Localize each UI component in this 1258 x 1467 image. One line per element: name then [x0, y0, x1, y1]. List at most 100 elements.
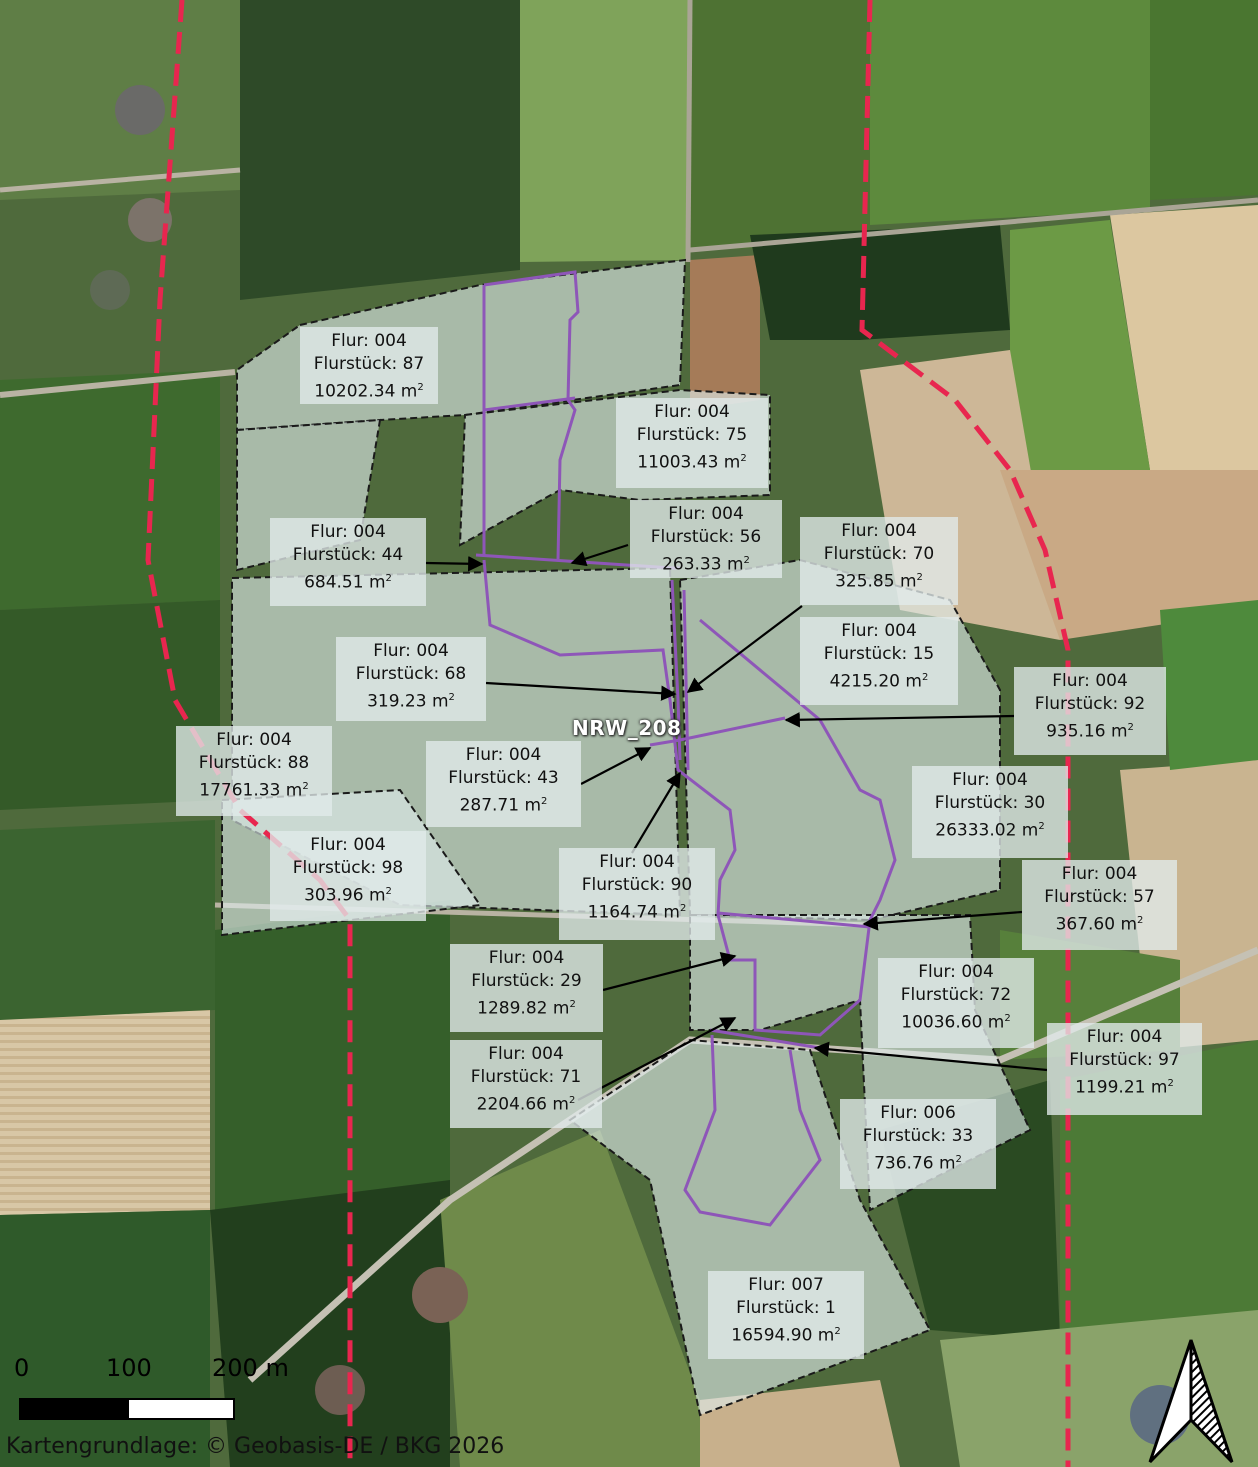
building-cluster — [115, 85, 165, 135]
area-exponent: 2 — [834, 1326, 841, 1337]
parcel-flurstueck: Flurstück: 90 — [581, 875, 693, 895]
parcel-flur: Flur: 004 — [668, 504, 744, 524]
parcel-flurstueck: Flurstück: 30 — [934, 793, 1046, 813]
area-exponent: 2 — [955, 1154, 962, 1165]
scale-bar — [19, 1398, 235, 1420]
route-label: NRW_208 — [572, 716, 682, 740]
area-unit: m — [726, 554, 744, 575]
parcel-flur: Flur: 004 — [216, 730, 292, 750]
road — [685, 0, 693, 263]
parcel-flurstueck: Flurstück: 57 — [1044, 887, 1155, 907]
forest — [210, 1180, 450, 1467]
parcel-flur: Flur: 004 — [373, 641, 449, 661]
parcel-area: 935.16 m2 — [1014, 716, 1166, 744]
parcel-area-value: 10036.60 — [901, 1012, 983, 1033]
parcel-flur: Flur: 004 — [599, 852, 675, 872]
field — [700, 1380, 900, 1467]
area-exponent: 2 — [916, 572, 923, 583]
parcel-flur: Flur: 004 — [310, 522, 386, 542]
parcel-area-value: 1199.21 — [1075, 1077, 1146, 1098]
building-cluster — [315, 1365, 365, 1415]
road — [689, 197, 1258, 253]
parcel-area-value: 303.96 — [304, 885, 364, 906]
parcel-area: 4215.20 m2 — [800, 666, 958, 694]
field — [215, 900, 450, 1230]
parcel-area: 1199.21 m2 — [1047, 1072, 1202, 1100]
parcel-area-value: 2204.66 — [476, 1094, 547, 1115]
field — [520, 0, 690, 262]
parcel-flur: Flur: 004 — [310, 835, 386, 855]
area-exponent: 2 — [679, 903, 687, 914]
parcel-flurstueck: Flurstück: 71 — [470, 1067, 582, 1087]
area-unit: m — [524, 795, 542, 816]
parcel-area: 684.51 m2 — [270, 567, 426, 595]
parcel-area-value: 367.60 — [1055, 914, 1116, 935]
parcel-area: 263.33 m2 — [630, 549, 782, 577]
building-cluster — [90, 270, 130, 310]
field — [1110, 205, 1258, 470]
area-exponent: 2 — [385, 573, 392, 584]
area-exponent: 2 — [921, 672, 929, 683]
area-exponent: 2 — [417, 382, 424, 393]
parcel-flur: Flur: 004 — [654, 402, 730, 422]
field — [440, 1130, 700, 1467]
area-unit: m — [899, 571, 917, 592]
parcel-flurstueck: Flurstück: 44 — [292, 545, 404, 565]
area-exponent: 2 — [740, 453, 747, 464]
parcel-flurstueck: Flurstück: 43 — [448, 768, 559, 788]
parcel-area: 319.23 m2 — [336, 686, 486, 714]
building-cluster — [412, 1267, 468, 1323]
field — [690, 255, 760, 410]
scale-label-0: 0 — [14, 1354, 30, 1382]
scale-label-200: 200 m — [212, 1354, 289, 1382]
area-unit: m — [663, 902, 680, 923]
parcel-area-value: 1289.82 — [477, 998, 548, 1019]
parcel-area: 303.96 m2 — [270, 880, 426, 908]
parcel-flur: Flur: 006 — [880, 1103, 956, 1123]
parcel-flurstueck: Flurstück: 56 — [650, 527, 762, 547]
parcel-area-value: 4215.20 — [829, 671, 900, 692]
road — [0, 369, 236, 398]
parcel-area-value: 10202.34 — [314, 381, 396, 402]
parcel-flurstueck: Flurstück: 75 — [636, 425, 748, 445]
parcel-flurstueck: Flurstück: 1 — [736, 1298, 836, 1318]
area-exponent: 2 — [569, 999, 576, 1010]
field — [1160, 600, 1258, 770]
parcel-area: 16594.90 m2 — [708, 1320, 864, 1348]
parcel-flur: Flur: 004 — [1061, 864, 1138, 884]
parcel-area: 325.85 m2 — [800, 566, 958, 594]
field — [1000, 470, 1258, 640]
area-unit: m — [723, 452, 741, 473]
road — [0, 167, 241, 193]
field — [0, 1010, 210, 1215]
field — [1150, 0, 1258, 200]
parcel-flur: Flur: 004 — [1052, 671, 1128, 691]
field — [0, 1210, 210, 1467]
area-unit: m — [905, 671, 922, 692]
parcel-flurstueck: Flurstück: 88 — [198, 753, 310, 773]
area-unit: m — [817, 1325, 835, 1346]
area-unit: m — [987, 1012, 1005, 1033]
